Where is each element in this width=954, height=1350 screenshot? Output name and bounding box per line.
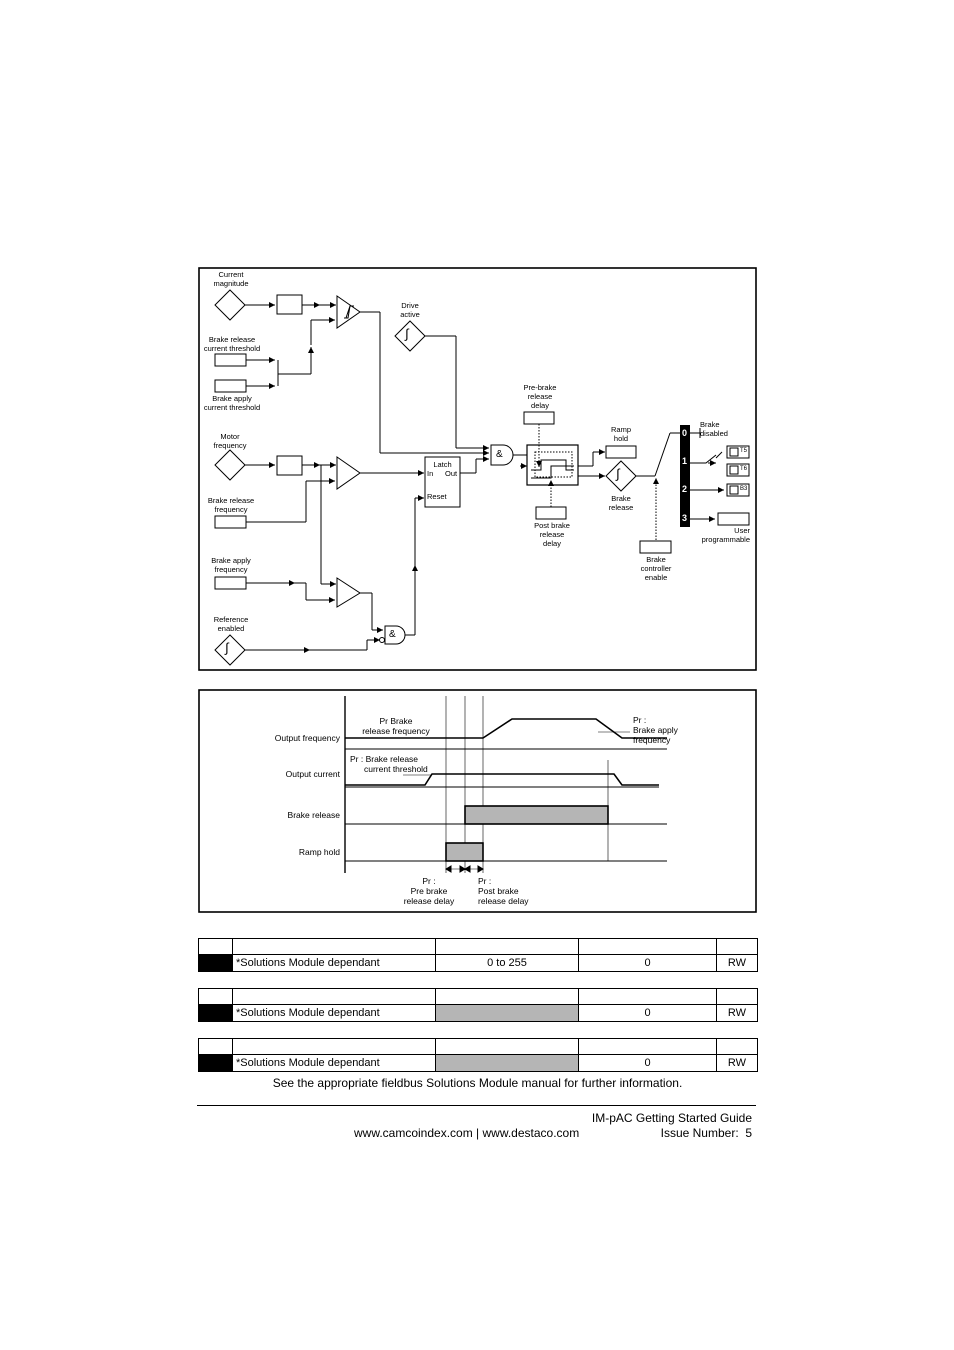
parameter-default: 0 <box>578 1004 717 1022</box>
label-brake-release-frequency: Brake release frequency <box>207 496 255 514</box>
integrator-symbol-reference: ∫ <box>225 640 229 655</box>
parameter-number-cell <box>198 1004 233 1022</box>
label-brake-controller-enable: Brake controller enable <box>640 555 672 582</box>
label-latch: Latch <box>433 460 452 469</box>
label-user-programmable: User programmable <box>701 526 750 544</box>
integrator-symbol-drive: ∫ <box>405 326 409 341</box>
selector-position-1: 1 <box>682 456 688 466</box>
label-drive-active: Drive active <box>400 301 420 319</box>
label-latch-reset: Reset <box>427 492 447 501</box>
parameter-table-3: *Solutions Module dependant 0 RW <box>198 1038 758 1072</box>
parameter-default: 0 <box>578 954 717 972</box>
row-label-output-frequency: Output frequency <box>274 733 340 743</box>
label-motor-frequency: Motor frequency <box>213 432 247 450</box>
terminal-b3: B3 <box>740 486 748 492</box>
label-post-brake-release-delay: Post brake release delay <box>534 521 570 548</box>
label-reference-enabled: Reference enabled <box>213 615 249 633</box>
row-label-output-current: Output current <box>285 769 340 779</box>
label-brake-disabled: Brake disabled <box>700 420 728 438</box>
fieldbus-note: See the appropriate fieldbus Solutions M… <box>272 1076 683 1090</box>
footer-guide-title: IM-pAC Getting Started Guide <box>591 1111 752 1125</box>
label-brake-release-current-threshold: Brake release current threshold <box>203 335 261 353</box>
parameter-number-cell <box>198 1054 233 1072</box>
integrator-symbol-brake: ∫ <box>616 466 620 481</box>
parameter-description: *Solutions Module dependant <box>232 954 436 972</box>
parameter-type: RW <box>716 954 758 972</box>
selector-position-3: 3 <box>682 513 688 523</box>
parameter-range: 0 to 255 <box>435 954 579 972</box>
selector-position-0: 0 <box>682 428 688 438</box>
row-label-ramp-hold: Ramp hold <box>298 847 340 857</box>
parameter-range <box>435 1054 579 1072</box>
footer-rule <box>197 1105 756 1106</box>
label-current-magnitude: Current magnitude <box>213 270 249 288</box>
footer-websites: www.camcoindex.com | www.destaco.com <box>354 1126 580 1140</box>
label-brake-release: Brake release <box>608 494 634 512</box>
and-gate-2-label: & <box>389 629 396 640</box>
parameter-description: *Solutions Module dependant <box>232 1054 436 1072</box>
parameter-description: *Solutions Module dependant <box>232 1004 436 1022</box>
parameter-table-2: *Solutions Module dependant 0 RW <box>198 988 758 1022</box>
label-brake-apply-current-threshold: Brake apply current threshold <box>203 394 261 412</box>
parameter-type: RW <box>716 1004 758 1022</box>
terminal-t6: T6 <box>740 466 748 472</box>
parameter-type: RW <box>716 1054 758 1072</box>
parameter-range <box>435 1004 579 1022</box>
label-brake-apply-frequency: Brake apply frequency <box>211 556 251 574</box>
parameter-default: 0 <box>578 1054 717 1072</box>
parameter-table-1: *Solutions Module dependant 0 to 255 0 R… <box>198 938 758 972</box>
label-pre-brake-release-delay: Pre-brake release delay <box>523 383 557 410</box>
label-latch-in: In <box>427 469 434 478</box>
footer-issue-number: Issue Number: 5 <box>660 1126 752 1140</box>
row-label-brake-release: Brake release <box>287 810 340 820</box>
and-gate-1-label: & <box>496 449 503 460</box>
label-ramp-hold: Ramp hold <box>610 425 631 443</box>
parameter-number-cell <box>198 954 233 972</box>
selector-position-2: 2 <box>682 484 688 494</box>
terminal-t5: T5 <box>740 448 748 454</box>
brake-logic-diagram <box>198 267 757 671</box>
brake-timing-diagram <box>198 689 757 913</box>
label-latch-out: Out <box>445 469 458 478</box>
